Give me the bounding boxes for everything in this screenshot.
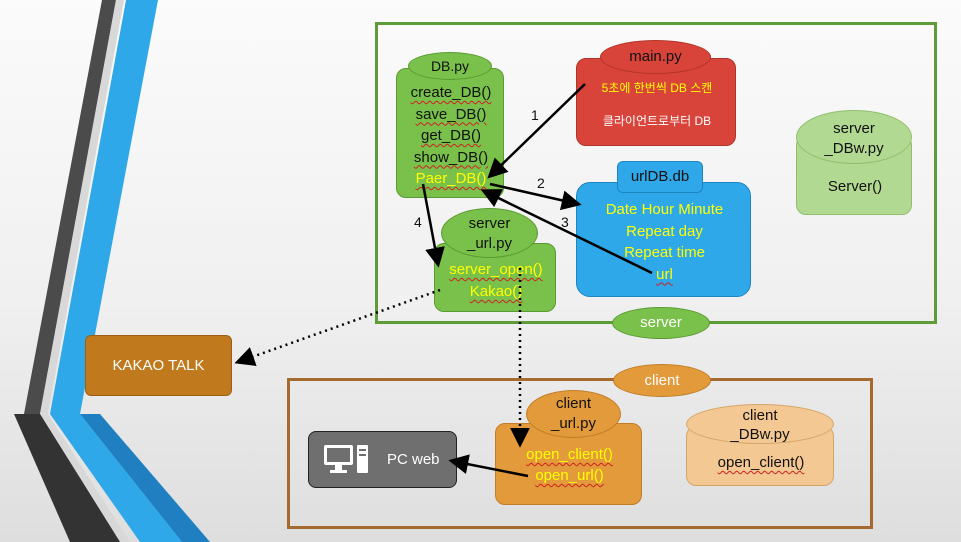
desktop-computer-icon: [324, 445, 368, 473]
client-dbw-method[interactable]: open_client(): [717, 454, 805, 471]
main-py-title: main.py: [600, 40, 711, 74]
db-method-save[interactable]: save_DB(): [415, 105, 487, 123]
server-label-text: server: [640, 314, 682, 331]
db-method-show[interactable]: show_DB(): [413, 148, 489, 166]
client-url-method-open-client[interactable]: open_client(): [526, 446, 613, 463]
url-db-field-datetime: Date Hour Minute: [605, 201, 724, 218]
main-py-line1: 5초에 한번씩 DB 스캔: [601, 81, 713, 95]
client-url-title-line1: client: [555, 395, 592, 412]
db-py-title: DB.py: [408, 52, 492, 80]
url-db-title: urlDB.db: [617, 161, 703, 193]
url-db-box[interactable]: Date Hour Minute Repeat day Repeat time …: [576, 182, 751, 297]
server-label: server: [612, 307, 710, 339]
server-url-title-line1: server: [468, 215, 511, 232]
server-url-title: server _url.py: [441, 208, 538, 258]
server-url-method-open[interactable]: server_open(): [449, 261, 543, 278]
pc-web-box[interactable]: PC web: [308, 431, 457, 488]
client-dbw-title-line2: _DBw.py: [730, 426, 790, 443]
arrow-number-3: 3: [561, 214, 569, 230]
client-frame: [287, 378, 873, 529]
db-py-title-text: DB.py: [430, 58, 470, 74]
server-dbw-method[interactable]: Server(): [827, 178, 883, 195]
client-label: client: [613, 364, 711, 397]
client-url-method-open-url[interactable]: open_url(): [535, 467, 604, 484]
arrow-number-2: 2: [537, 175, 545, 191]
client-label-text: client: [644, 372, 680, 389]
client-dbw-title: client _DBw.py: [686, 404, 834, 444]
db-method-paer[interactable]: Paer_DB(): [415, 170, 487, 187]
kakao-talk-box[interactable]: KAKAO TALK: [85, 335, 232, 396]
url-db-field-repeat-time: Repeat time: [624, 244, 705, 261]
server-url-title-line2: _url.py: [466, 235, 513, 252]
url-db-field-repeat-day: Repeat day: [626, 222, 703, 240]
server-url-method-kakao[interactable]: Kakao(): [469, 283, 523, 300]
db-py-box[interactable]: create_DB() save_DB() get_DB() show_DB()…: [396, 68, 504, 198]
server-dbw-title: server _DBw.py: [796, 110, 912, 164]
url-db-title-text: urlDB.db: [630, 168, 690, 185]
server-dbw-title-line1: server: [833, 120, 875, 137]
pc-web-label: PC web: [387, 451, 440, 468]
arrow-number-1: 1: [531, 107, 539, 123]
main-py-title-text: main.py: [629, 48, 682, 65]
arrow-number-4: 4: [414, 214, 422, 230]
client-dbw-title-line1: client: [742, 407, 778, 424]
db-method-get[interactable]: get_DB(): [420, 127, 482, 144]
main-py-line2: 클라이언트로부터 DB: [602, 114, 712, 128]
client-url-title-line2: _url.py: [550, 415, 597, 432]
server-dbw-title-line2: _DBw.py: [824, 140, 884, 157]
client-url-title: client _url.py: [526, 390, 621, 438]
db-method-create[interactable]: create_DB(): [410, 84, 492, 101]
url-db-field-url: url: [656, 265, 673, 283]
kakao-talk-label: KAKAO TALK: [112, 357, 205, 374]
